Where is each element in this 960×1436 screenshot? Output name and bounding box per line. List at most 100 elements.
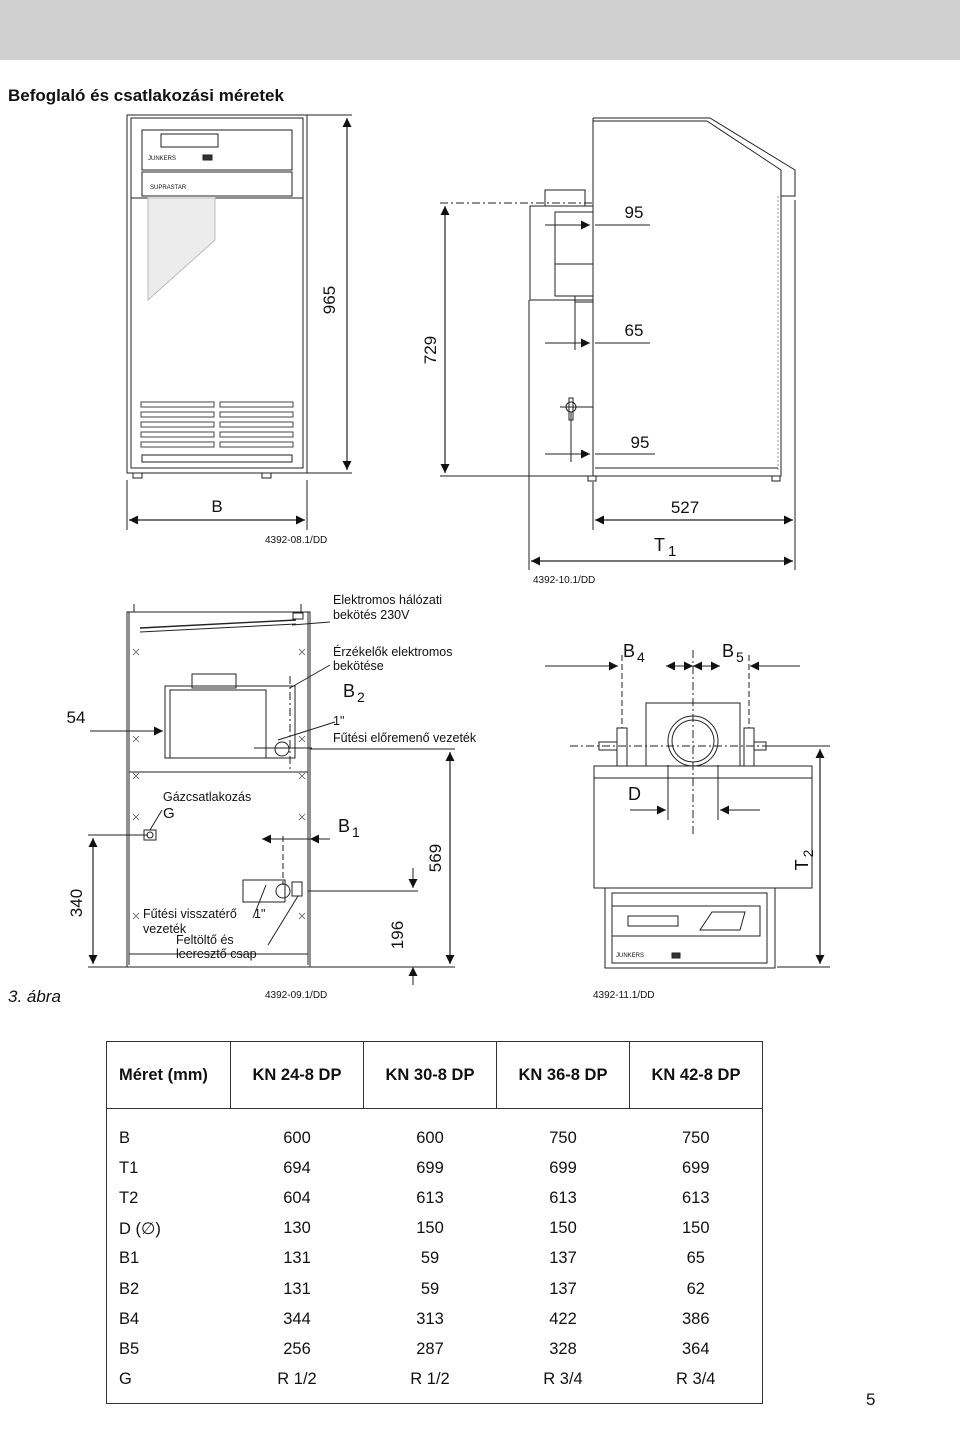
figure-caption: 3. ábra bbox=[8, 987, 61, 1006]
dim-729: 729 bbox=[421, 336, 440, 364]
top-brand: JUNKERS bbox=[616, 953, 644, 959]
table-cell: 600 bbox=[416, 1128, 444, 1147]
table-header-row: Méret (mm) KN 24-8 DP KN 30-8 DP KN 36-8… bbox=[106, 1041, 763, 1109]
table-cell: 130 bbox=[283, 1219, 311, 1238]
label-g: G bbox=[163, 805, 175, 822]
table-cell: 313 bbox=[416, 1309, 444, 1328]
front-brand: JUNKERS bbox=[148, 156, 176, 162]
table-cell: T2 bbox=[119, 1188, 139, 1207]
label-fill-2: leeresztő csap bbox=[176, 947, 257, 961]
side-view-drawing bbox=[529, 117, 796, 482]
label-sensor-1: Érzékelők elektromos bbox=[333, 644, 453, 659]
dim-95-top: 95 bbox=[625, 203, 644, 222]
table-cell: 750 bbox=[681, 1128, 710, 1147]
table-cell: G bbox=[119, 1370, 132, 1389]
front-view-drawing bbox=[126, 114, 308, 479]
table-row: B 600 600 750 750 bbox=[107, 1109, 763, 1154]
table-cell: 328 bbox=[549, 1339, 577, 1358]
label-return-2: vezeték bbox=[143, 922, 187, 936]
table-cell: 62 bbox=[686, 1279, 705, 1298]
table-cell: R 3/4 bbox=[543, 1370, 583, 1389]
table-cell: R 1/2 bbox=[277, 1370, 317, 1389]
page-number: 5 bbox=[866, 1390, 876, 1409]
table-cell: T1 bbox=[119, 1158, 139, 1177]
table-header: KN 24-8 DP bbox=[230, 1041, 364, 1109]
table-cell: 600 bbox=[283, 1128, 311, 1147]
table-cell: 386 bbox=[681, 1309, 710, 1328]
dimension-drawings: JUNKERS SUPRASTAR 965 B bbox=[67, 114, 830, 985]
table-cell: B2 bbox=[119, 1279, 140, 1298]
table-cell: 131 bbox=[283, 1249, 311, 1268]
table-header: Méret (mm) bbox=[106, 1041, 231, 1109]
table-row: T2 604 613 613 613 bbox=[107, 1183, 763, 1213]
table-header: KN 42-8 DP bbox=[629, 1041, 763, 1109]
table-cell: B bbox=[119, 1128, 131, 1147]
table-cell: 750 bbox=[549, 1128, 577, 1147]
label-sensor-2: bekötése bbox=[333, 659, 384, 673]
table-cell: 422 bbox=[549, 1309, 577, 1328]
table-header: KN 36-8 DP bbox=[496, 1041, 630, 1109]
label-flow-size: 1" bbox=[333, 714, 344, 728]
label-d: D bbox=[628, 784, 641, 804]
dim-569: 569 bbox=[426, 844, 445, 872]
table-cell: D (∅) bbox=[119, 1219, 161, 1238]
table-cell: B1 bbox=[119, 1249, 140, 1268]
table-cell: 287 bbox=[416, 1339, 444, 1358]
table-cell: 150 bbox=[416, 1219, 444, 1238]
label-return-size: 1" bbox=[254, 907, 265, 921]
code-top: 4392-11.1/DD bbox=[593, 990, 655, 1001]
table-cell: B5 bbox=[119, 1339, 140, 1358]
code-front: 4392-08.1/DD bbox=[265, 535, 328, 546]
dim-965: 965 bbox=[320, 286, 339, 314]
table-cell: 59 bbox=[420, 1249, 440, 1268]
table-row: B1 131 59 137 65 bbox=[107, 1244, 763, 1274]
table-cell: 694 bbox=[283, 1158, 311, 1177]
table-cell: 344 bbox=[283, 1309, 311, 1328]
table-cell: 613 bbox=[549, 1188, 577, 1207]
label-power-1: Elektromos hálózati bbox=[333, 593, 442, 607]
table-cell: 131 bbox=[283, 1279, 311, 1298]
page-title: Befoglaló és csatlakozási méretek bbox=[8, 86, 284, 105]
table-cell: 364 bbox=[681, 1339, 710, 1358]
code-rear: 4392-09.1/DD bbox=[265, 990, 328, 1001]
table-row: B2 131 59 137 62 bbox=[107, 1274, 763, 1304]
table-cell: 613 bbox=[681, 1188, 710, 1207]
label-power-2: bekötés 230V bbox=[333, 608, 410, 622]
table-cell: 137 bbox=[549, 1249, 577, 1268]
table-row: G R 1/2 R 1/2 R 3/4 R 3/4 bbox=[107, 1365, 763, 1404]
dim-95-low: 95 bbox=[631, 433, 650, 452]
label-gas: Gázcsatlakozás bbox=[163, 790, 251, 804]
table-cell: 65 bbox=[686, 1249, 705, 1268]
top-view-drawing bbox=[593, 702, 813, 969]
table-cell: 613 bbox=[416, 1188, 444, 1207]
table-cell: 604 bbox=[283, 1188, 311, 1207]
table-cell: R 3/4 bbox=[676, 1370, 716, 1389]
table-cell: R 1/2 bbox=[410, 1370, 450, 1389]
table-row: B4 344 313 422 386 bbox=[107, 1304, 763, 1334]
dim-54: 54 bbox=[67, 708, 86, 727]
label-flow: Fűtési előremenő vezeték bbox=[333, 731, 477, 745]
table-cell: B4 bbox=[119, 1309, 140, 1328]
table-cell: 699 bbox=[416, 1158, 444, 1177]
dim-527: 527 bbox=[671, 498, 699, 517]
table-cell: 699 bbox=[681, 1158, 710, 1177]
label-t2: T2 bbox=[792, 849, 816, 870]
table-row: T1 694 699 699 699 bbox=[107, 1153, 763, 1183]
dim-b: B bbox=[211, 497, 222, 516]
table-cell: 699 bbox=[549, 1158, 577, 1177]
rear-labels: Elektromos hálózati bekötés 230V Érzékel… bbox=[143, 593, 477, 961]
dim-340: 340 bbox=[67, 889, 86, 917]
front-model: SUPRASTAR bbox=[150, 185, 187, 191]
table-cell: 59 bbox=[420, 1279, 440, 1298]
table-header: KN 30-8 DP bbox=[363, 1041, 497, 1109]
dim-196: 196 bbox=[388, 921, 407, 949]
label-fill-1: Feltöltő és bbox=[176, 933, 234, 947]
table-cell: 137 bbox=[549, 1279, 577, 1298]
